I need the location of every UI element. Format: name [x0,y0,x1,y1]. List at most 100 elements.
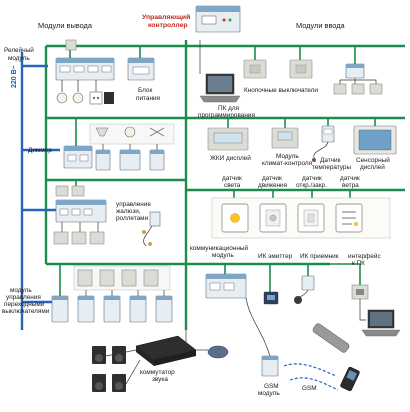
light-sensor[interactable] [221,203,249,233]
dimmer-lamps [89,123,175,145]
sound-switch-label-2: звука [152,376,168,383]
ir-receiver-icon [294,296,302,304]
controller-module[interactable] [195,5,241,33]
pc-programming-label-1: ПК для [218,105,240,112]
motion-sensor-label-1: датчик [262,175,282,182]
open-sensor-label-2: откр./закр. [296,182,327,189]
lamp-icon [56,92,68,104]
relay-module[interactable] [55,57,115,81]
temperature-sensor[interactable] [312,125,335,162]
sound-switch[interactable] [135,335,197,366]
dimmer-module-2[interactable] [95,149,111,171]
temp-sensor-label-1: Датчик [320,157,341,164]
blinds-module[interactable] [55,199,107,223]
blinds-label-1: управление [116,201,151,208]
motion-icon [269,214,277,222]
speaker-4 [112,374,126,392]
blinds-label-3: роллетами [116,215,149,222]
gsm-module-label-2: модуль [258,390,280,397]
sun-icon [230,213,240,223]
blinds-label-2: жалюзи, [116,208,141,215]
relay-outputs [56,80,114,105]
programming-laptop[interactable] [199,40,241,103]
motor-icon [142,230,146,234]
switch-modules[interactable] [51,290,173,323]
pc-interface[interactable] [351,284,369,300]
open-close-sensor[interactable] [297,203,325,233]
dimmer-module-4[interactable] [149,149,165,171]
touch-display-label-2: дисплей [360,163,385,171]
socket-icon [89,91,103,105]
wind-sensor-label-1: датчик [340,175,360,182]
blinds-input-switches [55,185,85,197]
output-modules-heading: Модули вывода [38,21,93,30]
blinds-motor-unit[interactable] [142,211,161,247]
switch-icon [65,39,77,51]
speaker-1 [92,346,106,364]
pc-interface-label-1: интерфейс [348,252,381,260]
controller-label-1: Управляющий [142,13,190,21]
switch-module-label-2: управления [6,294,41,301]
ir-emitter[interactable] [263,291,279,305]
motion-sensor[interactable] [259,203,287,233]
dimmer-module-1[interactable] [63,145,93,169]
wind-sensor[interactable] [335,203,363,233]
ir-emitter-label: ИК эмиттер [258,253,293,260]
bus-network [44,40,405,330]
temp-sensor-label-2: температуры [312,164,351,171]
voltage-label: 220 В~ [11,65,18,88]
dimmer-label: Диммер [28,147,52,154]
power-block[interactable] [127,57,155,81]
lamp-icon [72,92,84,104]
motor-icon [148,242,152,246]
open-sensor-label-1: датчик [302,175,322,182]
sound-switch-label-1: коммутатор [140,369,175,376]
relay-module-label-2: модуль [8,55,30,62]
lcd-display[interactable] [207,127,249,151]
ir-receiver-label: ИК приемник [300,253,339,260]
touch-display-label-1: Сенсорный [356,156,390,164]
light-sensor-label-1: датчик [222,175,242,182]
blinds-switches-row [53,222,105,245]
controller-label-2: контроллер [148,22,188,29]
switch-module-label-3: переходными [4,301,45,308]
laptop[interactable] [359,299,401,337]
motion-sensor-label-2: движения [258,182,288,189]
pc-programming-label-2: программирования [198,112,255,119]
dimmer-module-3[interactable] [119,149,141,171]
touch-display[interactable] [353,125,397,155]
input-modules-heading: Модули ввода [296,21,346,30]
gsm-module-label-1: GSM [264,383,279,390]
gsm-link [283,363,339,391]
power-block-label-2: питания [136,95,161,102]
climate-module-label-1: Модуль [276,153,299,160]
gsm-label: GSM [302,385,317,392]
power-line: 220 В~ [11,52,60,330]
switch-module-label-4: выключателями [2,308,50,315]
mobile-phone[interactable] [340,366,360,392]
push-switches-label: Кнопочные выключатели [244,87,318,94]
gsm-module[interactable] [245,297,279,377]
climate-module[interactable] [271,127,299,149]
switch-panel-row [73,265,171,291]
comm-module-label-2: модуль [212,252,234,259]
appliance-icon [104,92,114,104]
power-block-label-1: Блок [138,87,152,94]
media-player [196,345,229,359]
comm-module-label-1: коммуникационный [190,244,249,252]
pc-interface-label-2: к ПК [352,260,365,267]
switch-module-label-1: модуль [10,287,32,294]
lcd-display-label: ЖКИ дисплей [210,154,251,162]
speaker-3 [92,374,106,392]
push-switch-1[interactable] [243,59,267,79]
speaker-2 [112,346,126,364]
remote-control[interactable] [312,322,351,353]
push-switch-2[interactable] [289,59,313,79]
ir-receiver[interactable] [294,275,315,305]
wind-sensor-label-2: ветра [342,182,359,189]
light-sensor-label-2: света [224,182,241,189]
wind-icon [342,211,356,225]
input-module[interactable] [333,63,383,95]
comm-module[interactable] [205,273,247,299]
